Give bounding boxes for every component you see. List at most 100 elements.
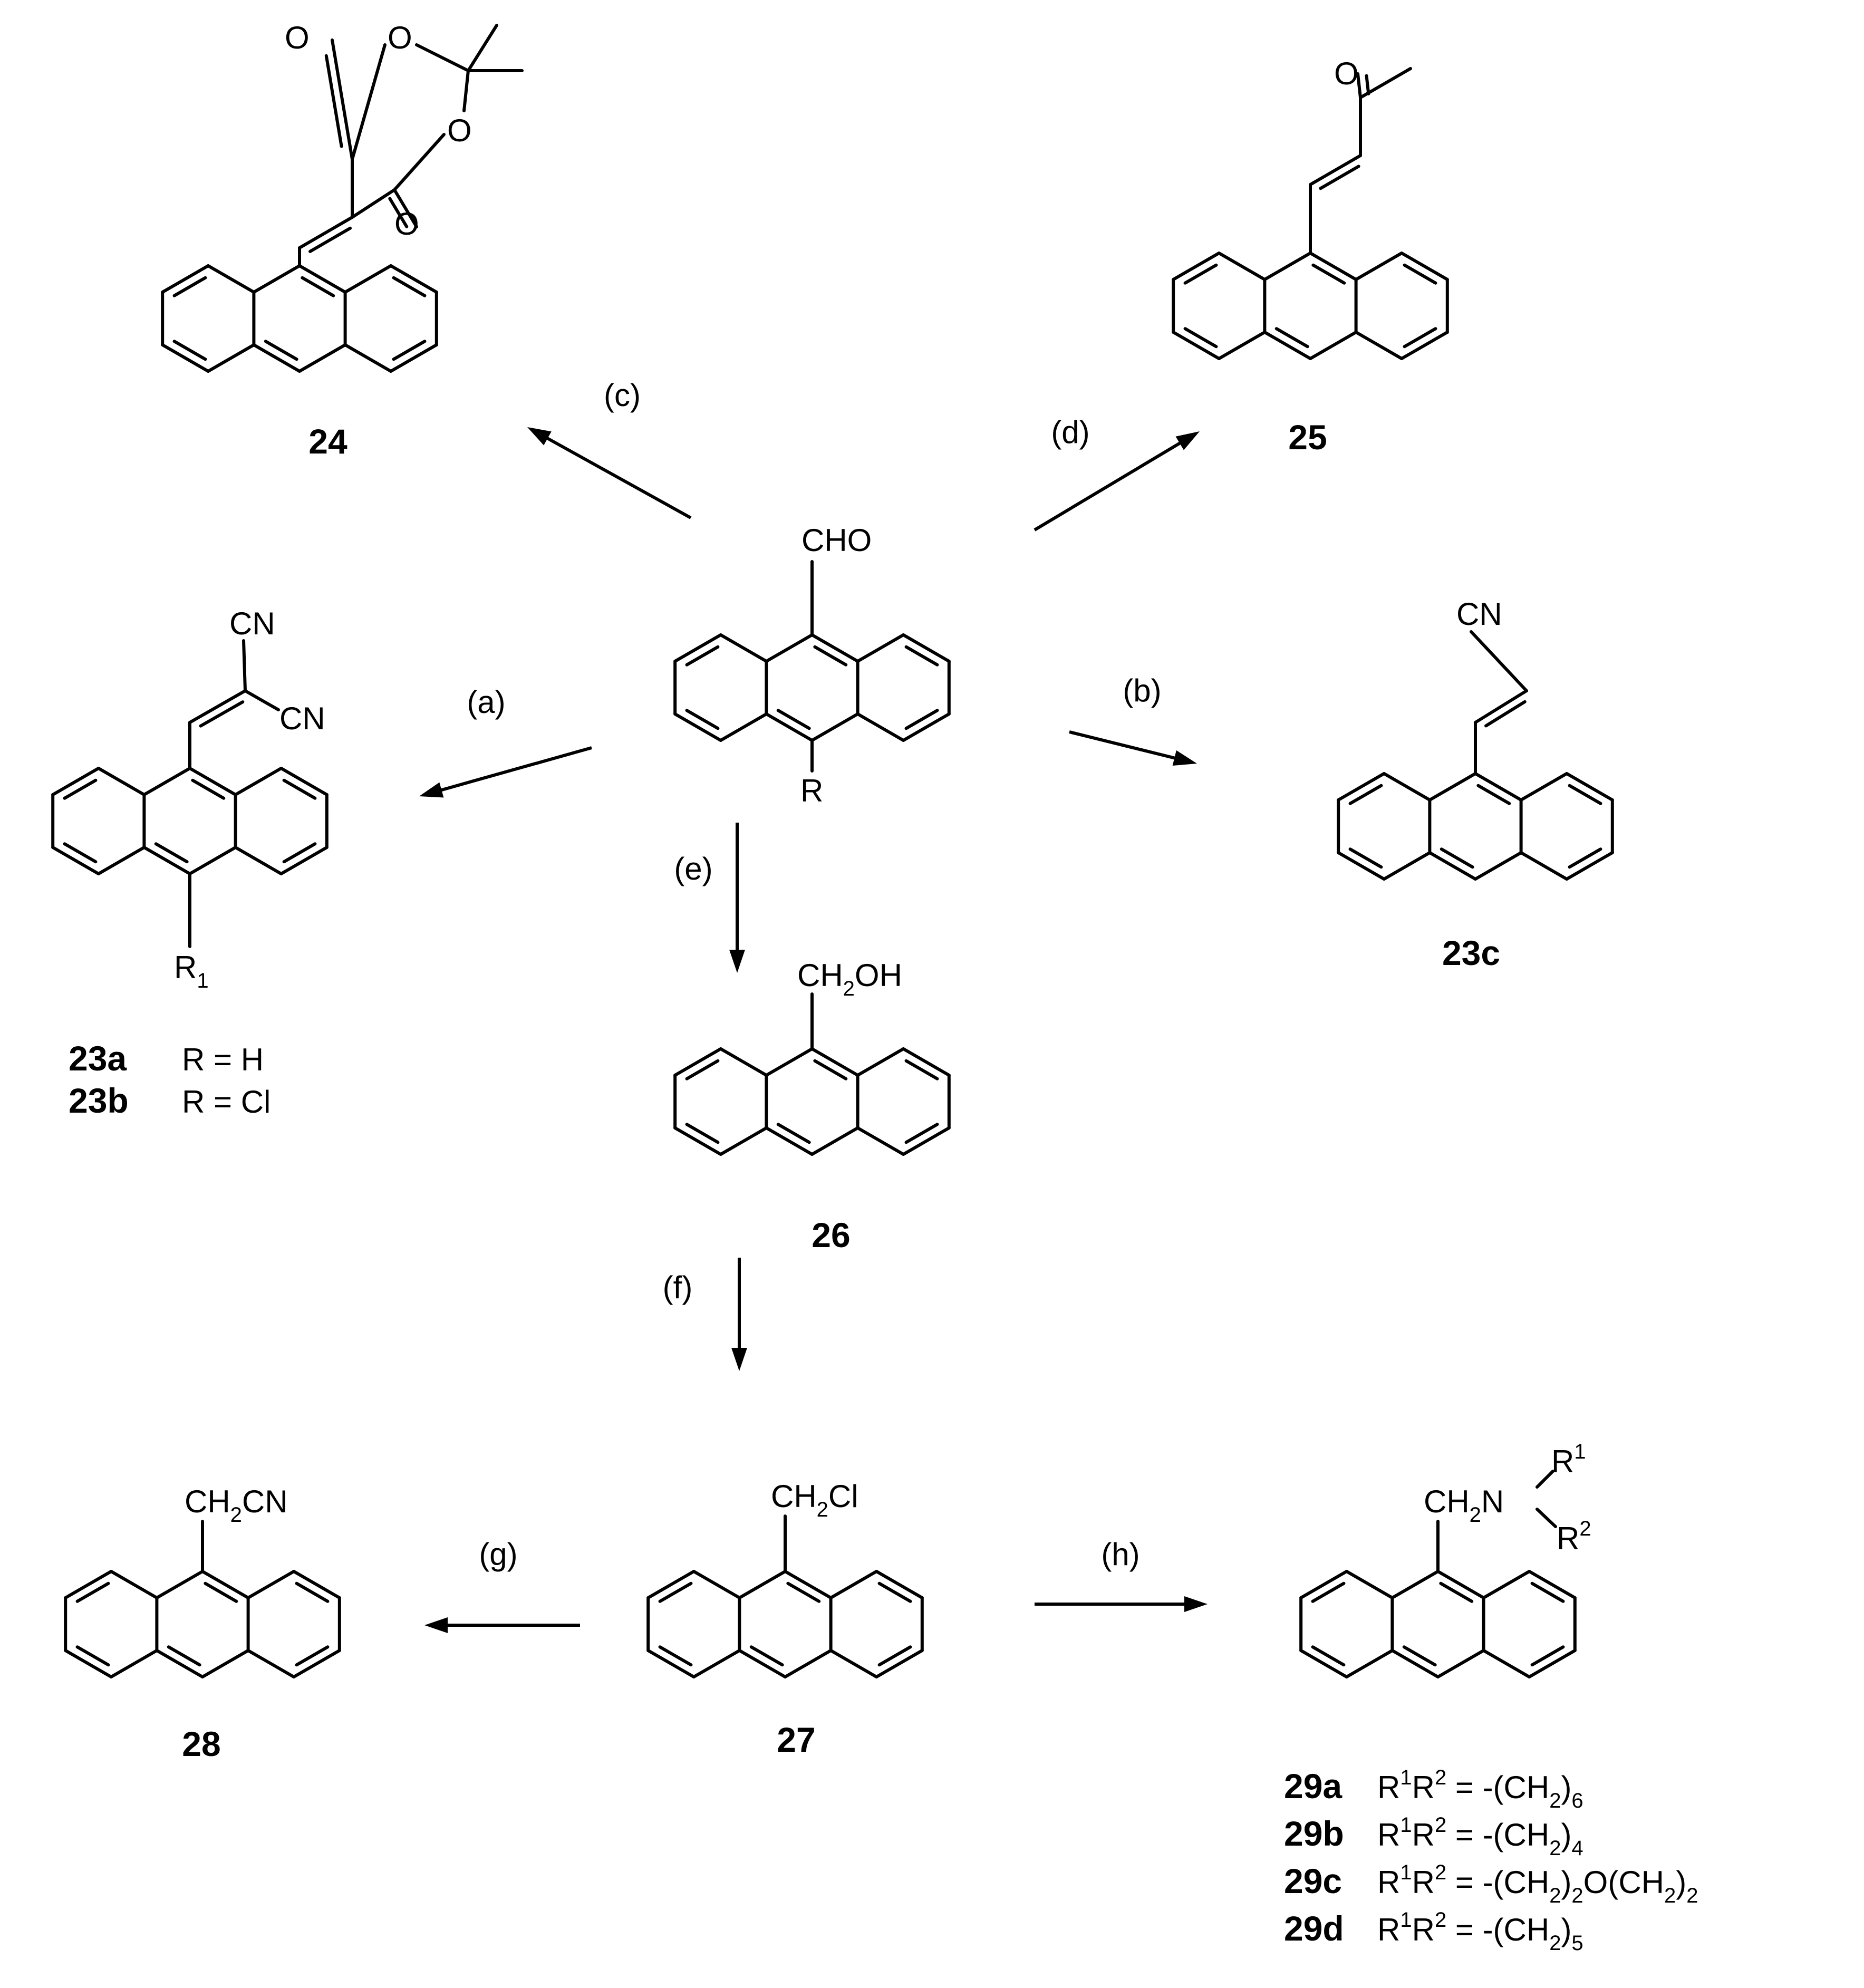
condition-g: (g) bbox=[479, 1537, 517, 1572]
c29-right-ring-bond bbox=[1528, 1649, 1577, 1678]
arrow-e bbox=[729, 823, 745, 973]
c29-central-ring-bond bbox=[1390, 1649, 1440, 1678]
c27-central-ring-bond bbox=[784, 1570, 833, 1599]
c23c-left-ring-bond bbox=[1337, 851, 1386, 881]
reaction-arrows bbox=[419, 427, 1208, 1633]
c23ab-vinyl-bond bbox=[188, 689, 247, 724]
c29-right-double-bond bbox=[1530, 1645, 1565, 1667]
c27-central-double-bond bbox=[786, 1581, 821, 1603]
start-right-ring-bond bbox=[856, 633, 905, 663]
c28-left-ring-bond bbox=[109, 1649, 159, 1678]
c26-central-ring-bond bbox=[810, 1126, 859, 1156]
start-left-ring-bond bbox=[719, 633, 768, 663]
c26-central-ring-bond bbox=[810, 1047, 859, 1077]
compound-24: O O O O 24 bbox=[285, 20, 472, 461]
c23ab-right-ring-bond bbox=[279, 767, 329, 796]
condition-c: (c) bbox=[604, 378, 641, 413]
c23ab-central-ring-bond bbox=[188, 767, 237, 796]
c24-ring-bond bbox=[462, 69, 470, 112]
compound-label-29a: 29a bbox=[1284, 1767, 1343, 1806]
c29-amine-bond bbox=[1535, 1470, 1554, 1489]
compound-definition-23a: R = H bbox=[182, 1042, 264, 1077]
c28-left-ring-bond bbox=[109, 1570, 159, 1599]
c24-right-double-bond bbox=[392, 340, 427, 361]
c28-right-ring-bond bbox=[246, 1649, 296, 1678]
c24-carbonyl-bond bbox=[393, 188, 418, 228]
compound-28: CH2CN 28 bbox=[182, 1484, 287, 1763]
c29-left-double-bond bbox=[1311, 1581, 1346, 1603]
start-right-ring-bond bbox=[856, 712, 905, 742]
c26-right-double-bond bbox=[904, 1059, 939, 1080]
c24-ring-bond bbox=[415, 43, 470, 72]
c27-central-double-bond bbox=[749, 1645, 784, 1667]
c23c-right-ring-bond bbox=[1565, 772, 1614, 802]
compound-label-29d: 29d bbox=[1284, 1909, 1344, 1948]
c28-cyanomethyl: CH2CN bbox=[185, 1484, 288, 1527]
start-central-ring-bond bbox=[765, 712, 814, 742]
c23c-central-double-bond bbox=[1440, 847, 1474, 869]
c23ab-central-double-bond bbox=[191, 778, 226, 800]
c23ab-nitrile-2: CN bbox=[279, 701, 325, 736]
c23ab-left-ring-bond bbox=[96, 767, 146, 796]
compound-25: O 25 bbox=[1288, 56, 1358, 457]
c25-right-ring-bond bbox=[1354, 252, 1404, 281]
c25-central-ring-bond bbox=[1309, 331, 1358, 360]
c24-carbonyl-bond bbox=[331, 38, 354, 161]
start-central-double-bond bbox=[776, 709, 811, 730]
definition-29d: R1R2 = -(CH2)5 bbox=[1377, 1908, 1583, 1955]
condition-d: (d) bbox=[1051, 414, 1089, 450]
c23c-central-ring-bond bbox=[1428, 851, 1477, 881]
compound-label-28: 28 bbox=[182, 1724, 220, 1763]
c24-right-ring-bond bbox=[343, 343, 393, 373]
c25-central-ring-bond bbox=[1309, 252, 1358, 281]
c23c-central-ring-bond bbox=[1474, 851, 1523, 881]
c25-left-double-bond bbox=[1183, 327, 1218, 349]
c25-vinyl-bond bbox=[1309, 154, 1362, 186]
c23ab-right-ring-bond bbox=[234, 767, 283, 796]
c24-central-ring-bond bbox=[298, 264, 347, 294]
c23c-left-ring-bond bbox=[1337, 772, 1386, 802]
c23ab-central-double-bond bbox=[154, 842, 189, 864]
c23c-central-ring-bond bbox=[1474, 772, 1523, 802]
c24-anthracene bbox=[161, 24, 524, 373]
c25-methyl-bond bbox=[1359, 67, 1412, 99]
c27-right-ring-bond bbox=[875, 1570, 924, 1599]
compound-label-27: 27 bbox=[777, 1720, 815, 1759]
compound-label-26: 26 bbox=[812, 1215, 850, 1254]
arrow-a bbox=[419, 746, 592, 798]
c23c-vinyl-double-bond bbox=[1484, 700, 1527, 728]
c24-left-ring-bond bbox=[161, 343, 210, 373]
c24-left-ring-bond bbox=[206, 343, 256, 373]
c28-right-ring-bond bbox=[292, 1649, 341, 1678]
c24-right-ring-bond bbox=[389, 343, 438, 373]
c24-central-ring-bond bbox=[252, 343, 301, 373]
c26-right-ring-bond bbox=[856, 1126, 905, 1156]
c23ab-left-ring-bond bbox=[51, 767, 100, 796]
c25-left-ring-bond bbox=[1217, 331, 1267, 360]
condition-b: (b) bbox=[1123, 673, 1161, 708]
c29-central-double-bond bbox=[1402, 1645, 1437, 1667]
c28-left-double-bond bbox=[75, 1581, 110, 1603]
c28-left-double-bond bbox=[75, 1645, 110, 1667]
c24-central-ring-bond bbox=[298, 343, 347, 373]
c25-left-ring-bond bbox=[1172, 252, 1221, 281]
c23c-right-double-bond bbox=[1568, 847, 1602, 869]
c25-right-ring-bond bbox=[1400, 252, 1449, 281]
compound-label-29c: 29c bbox=[1284, 1861, 1342, 1900]
c24-ester-bond bbox=[351, 43, 387, 161]
start-central-ring-bond bbox=[810, 633, 859, 663]
start-central-ring-bond bbox=[765, 633, 814, 663]
skeletal-bonds bbox=[51, 24, 1614, 1678]
c29-central-ring-bond bbox=[1436, 1570, 1485, 1599]
arrow-g bbox=[424, 1617, 580, 1633]
c24-right-double-bond bbox=[392, 276, 427, 297]
c23c-left-double-bond bbox=[1348, 784, 1383, 805]
c24-right-ring-bond bbox=[343, 264, 393, 294]
c23ab-central-ring-bond bbox=[142, 767, 191, 796]
c24-oxygen-3: O bbox=[447, 113, 472, 148]
c23ab-nitrile-bond bbox=[242, 639, 247, 692]
c25-vinyl-double-bond bbox=[1319, 165, 1360, 190]
c23ab-right-double-bond bbox=[282, 778, 317, 800]
c24-oxygen-1: O bbox=[285, 20, 310, 55]
c29-left-double-bond bbox=[1311, 1645, 1346, 1667]
